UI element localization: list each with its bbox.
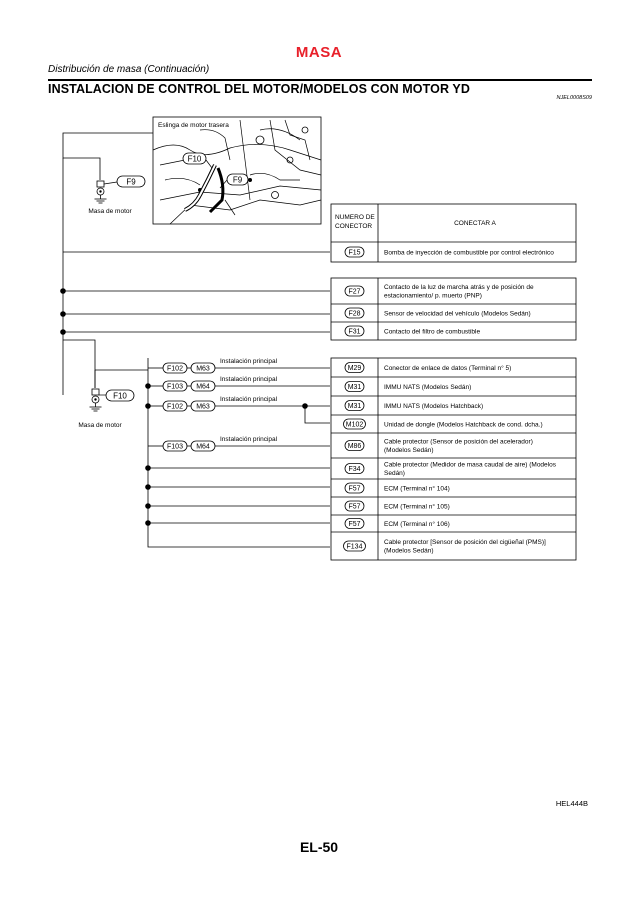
connect-to-description: estacionamiento/ p. muerto (PNP) (384, 293, 482, 300)
ground-f10-label: Masa de motor (78, 422, 122, 429)
connector-code: M31 (348, 403, 362, 410)
connect-to-description: ECM (Terminal n° 106) (384, 520, 450, 528)
document-code: NJEL0008S09 (556, 95, 592, 101)
ground-f9: F9 Masa de motor (88, 175, 146, 215)
harness-label: Instalación principal (220, 376, 278, 383)
connector-badge (343, 418, 366, 430)
ground-f10: F10 Masa de motor (78, 388, 135, 429)
connector-code: M86 (348, 443, 362, 450)
table-header-connect-to: CONECTAR A (454, 220, 496, 227)
connector-code: F31 (348, 329, 360, 336)
connect-to-description: Sedán) (384, 470, 405, 477)
connector-code: F15 (348, 250, 360, 257)
connector-badge (344, 325, 365, 337)
connect-to-description: Cable protector (Medidor de masa caudal … (384, 462, 557, 469)
connector-code: F34 (348, 466, 360, 473)
harness-connector-code: M64 (196, 444, 210, 451)
connector-code: F134 (347, 544, 363, 551)
connector-badge (344, 518, 365, 529)
connector-code: M31 (348, 384, 362, 391)
page-number: EL-50 (299, 839, 339, 855)
connector-badge (343, 540, 366, 552)
ground-f9-code: F9 (126, 178, 136, 187)
connect-to-description: Contacto de la luz de marcha atrás y de … (384, 284, 534, 291)
connect-to-description: ECM (Terminal n° 105) (384, 502, 450, 510)
photo-caption: Eslinga de motor trasera (158, 122, 229, 129)
ground-f10-code: F10 (113, 392, 127, 401)
connector-code: F28 (348, 311, 360, 318)
ground-bus (62, 132, 330, 395)
page-subtitle: Distribución de masa (Continuación) (48, 64, 210, 75)
harness-connector-code: M63 (196, 366, 210, 373)
connect-to-description: (Modelos Sedán) (384, 548, 434, 555)
connect-to-description: Conector de enlace de datos (Terminal n°… (384, 364, 511, 372)
connect-to-description: IMMU NATS (Modelos Hatchback) (384, 403, 483, 410)
connector-badge (344, 482, 365, 494)
connect-to-description: IMMU NATS (Modelos Sedán) (384, 384, 471, 391)
connector-badge (344, 463, 365, 474)
connector-badge (344, 500, 365, 512)
connector-badge (344, 400, 365, 411)
harness-connector-code: F103 (167, 384, 183, 391)
connect-to-description: Sensor de velocidad del vehículo (Modelo… (384, 310, 531, 317)
harness-label: Instalación principal (220, 358, 278, 365)
table-header-connector-2: CONECTOR (335, 223, 372, 230)
connector-badge (344, 381, 365, 392)
connect-to-description: Bomba de inyección de combustible por co… (384, 249, 554, 256)
connector-code: F57 (348, 504, 360, 511)
harness-wiring (95, 358, 330, 548)
connect-to-description: (Modelos Sedán) (384, 447, 434, 454)
figure-code: HEL444B (555, 799, 588, 808)
connect-to-description: Contacto del filtro de combustible (384, 328, 480, 335)
photo-callout-f9: F9 (233, 176, 243, 185)
section-title: MASA (295, 44, 343, 61)
connector-badge (344, 307, 365, 319)
connector-badge (344, 362, 365, 373)
connector-code: M102 (346, 422, 364, 429)
connector-code: F57 (348, 486, 360, 493)
junction-dots (60, 288, 308, 526)
page-title: INSTALACION DE CONTROL DEL MOTOR/MODELOS… (48, 82, 470, 96)
table-header-connector-1: NUMERO DE (335, 214, 375, 221)
harness-label: Instalación principal (220, 436, 278, 443)
connector-badge (344, 440, 365, 451)
connector-code: F57 (348, 521, 360, 528)
harness-connector-code: M64 (196, 384, 210, 391)
connector-code: F27 (348, 289, 360, 296)
ground-f9-label: Masa de motor (88, 208, 132, 215)
connect-to-description: Cable protector (Sensor de posición del … (384, 439, 533, 446)
harness-connector-code: F103 (167, 444, 183, 451)
harness-connector-code: F102 (167, 404, 183, 411)
engine-photo: Eslinga de motor trasera F10 F9 (152, 116, 322, 225)
connector-badge (344, 285, 365, 297)
connect-to-description: Unidad de dongle (Modelos Hatchback de c… (384, 421, 543, 428)
connector-badge (344, 246, 365, 258)
harness-label: Instalación principal (220, 396, 278, 403)
harness-connector-code: M63 (196, 404, 210, 411)
header-rule (48, 79, 592, 81)
connector-table: NUMERO DE CONECTOR CONECTAR A F15 Bomba d… (330, 203, 577, 561)
connect-to-description: ECM (Terminal n° 104) (384, 484, 450, 492)
connector-code: M29 (348, 365, 362, 372)
photo-callout-f10: F10 (188, 155, 202, 164)
harness-connector-code: F102 (167, 366, 183, 373)
connect-to-description: Cable protector [Sensor de posición del … (384, 539, 546, 546)
